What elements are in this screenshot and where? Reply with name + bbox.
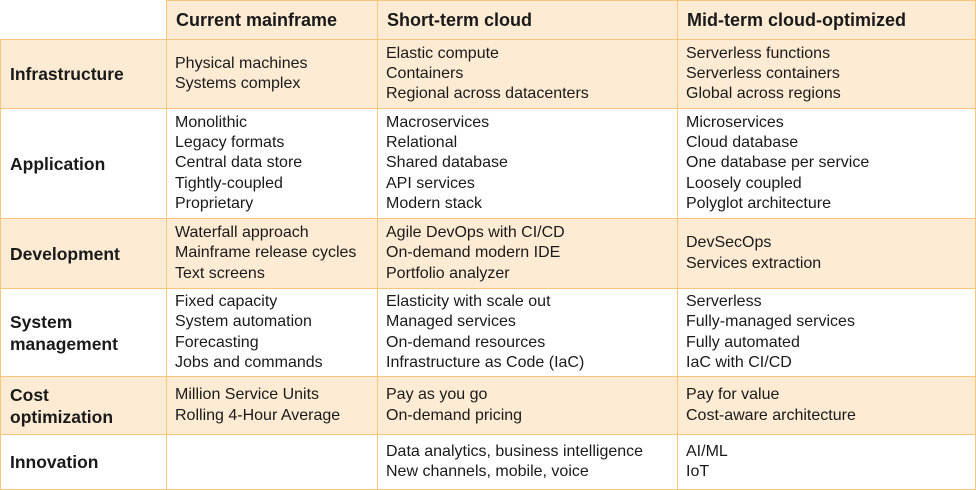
row-label-application: Application <box>0 108 167 219</box>
row-label-development: Development <box>0 218 167 289</box>
corner-cell <box>0 0 167 40</box>
row-label-innovation: Innovation <box>0 434 167 490</box>
header-current-mainframe: Current mainframe <box>166 0 378 40</box>
row-label-infrastructure: Infrastructure <box>0 39 167 109</box>
cell-innovation-current <box>166 434 378 490</box>
header-mid-term-cloud-optimized: Mid-term cloud-optimized <box>677 0 976 40</box>
header-short-term-cloud: Short-term cloud <box>377 0 678 40</box>
